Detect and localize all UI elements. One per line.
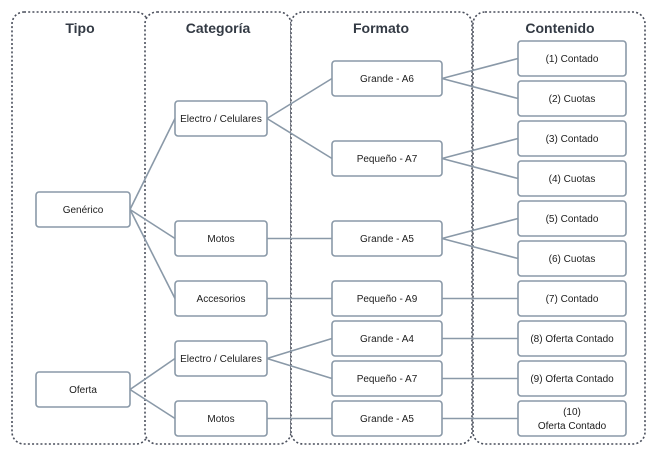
node-label: Grande - A5 bbox=[360, 414, 414, 425]
node-label: (9) Oferta Contado bbox=[530, 374, 614, 385]
node-label: Electro / Celulares bbox=[180, 354, 262, 365]
node-label: Oferta bbox=[69, 385, 97, 396]
node-label: Grande - A6 bbox=[360, 74, 414, 85]
node-categoria-motos-oferta: Motos bbox=[174, 400, 268, 437]
connector-cat_electro_1-to-fmt_pequeno_a7_1 bbox=[266, 117, 333, 160]
node-contenido-8: (8) Oferta Contado bbox=[517, 320, 627, 357]
connector-lines bbox=[129, 57, 519, 420]
node-label: Genérico bbox=[63, 205, 104, 216]
node-label: (7) Contado bbox=[546, 294, 599, 305]
node-categoria-motos: Motos bbox=[174, 220, 268, 257]
node-formato-grande-a5-oferta: Grande - A5 bbox=[331, 400, 443, 437]
node-label: Motos bbox=[207, 414, 234, 425]
connector-cat_electro_2-to-fmt_pequeno_a7_2 bbox=[266, 357, 333, 380]
node-label: Pequeño - A9 bbox=[357, 294, 418, 305]
node-label: Electro / Celulares bbox=[180, 114, 262, 125]
node-contenido-2: (2) Cuotas bbox=[517, 80, 627, 117]
connector-fmt_grande_a6-to-cont_1 bbox=[441, 57, 519, 80]
node-contenido-7: (7) Contado bbox=[517, 280, 627, 317]
node-contenido-9: (9) Oferta Contado bbox=[517, 360, 627, 397]
header-contenido: Contenido bbox=[525, 20, 594, 36]
column-frame-tipo bbox=[11, 11, 149, 445]
node-tipo-oferta: Oferta bbox=[35, 371, 131, 408]
node-label: Grande - A4 bbox=[360, 334, 414, 345]
node-tipo-generico: Genérico bbox=[35, 191, 131, 228]
connector-fmt_grande_a5_1-to-cont_6 bbox=[441, 237, 519, 260]
node-formato-grande-a6: Grande - A6 bbox=[331, 60, 443, 97]
node-label: Pequeño - A7 bbox=[357, 154, 418, 165]
node-contenido-5: (5) Contado bbox=[517, 200, 627, 237]
connector-cat_electro_2-to-fmt_grande_a4 bbox=[266, 337, 333, 360]
node-formato-grande-a4: Grande - A4 bbox=[331, 320, 443, 357]
node-contenido-10: (10) Oferta Contado bbox=[517, 400, 627, 437]
node-label-line1: (10) bbox=[563, 407, 581, 418]
node-formato-pequeno-a7: Pequeño - A7 bbox=[331, 140, 443, 177]
node-formato-pequeno-a7-oferta: Pequeño - A7 bbox=[331, 360, 443, 397]
node-label: (3) Contado bbox=[546, 134, 599, 145]
node-label: Motos bbox=[207, 234, 234, 245]
node-label: (5) Contado bbox=[546, 214, 599, 225]
node-categoria-accesorios: Accesorios bbox=[174, 280, 268, 317]
connector-fmt_grande_a6-to-cont_2 bbox=[441, 77, 519, 100]
connector-fmt_grande_a5_1-to-cont_5 bbox=[441, 217, 519, 240]
connector-tipo_generico-to-cat_motos_1 bbox=[129, 208, 176, 240]
node-contenido-3: (3) Contado bbox=[517, 120, 627, 157]
node-categoria-electro-celulares: Electro / Celulares bbox=[174, 100, 268, 137]
node-categoria-electro-celulares-oferta: Electro / Celulares bbox=[174, 340, 268, 377]
connector-fmt_pequeno_a7_1-to-cont_3 bbox=[441, 137, 519, 160]
node-contenido-6: (6) Cuotas bbox=[517, 240, 627, 277]
node-contenido-4: (4) Cuotas bbox=[517, 160, 627, 197]
node-label: (2) Cuotas bbox=[549, 94, 596, 105]
header-formato: Formato bbox=[353, 20, 409, 36]
connector-tipo_generico-to-cat_electro_1 bbox=[129, 118, 176, 210]
node-formato-grande-a5: Grande - A5 bbox=[331, 220, 443, 257]
node-label: Accesorios bbox=[197, 294, 246, 305]
node-label: Pequeño - A7 bbox=[357, 374, 418, 385]
connector-fmt_pequeno_a7_1-to-cont_4 bbox=[441, 157, 519, 180]
node-contenido-1: (1) Contado bbox=[517, 40, 627, 77]
node-label-line2: Oferta Contado bbox=[538, 421, 607, 432]
connector-tipo_oferta-to-cat_motos_2 bbox=[129, 388, 176, 420]
header-categoria: Categoría bbox=[186, 20, 251, 36]
connector-tipo_generico-to-cat_accesorios bbox=[129, 209, 176, 299]
node-label: (6) Cuotas bbox=[549, 254, 596, 265]
node-label: Grande - A5 bbox=[360, 234, 414, 245]
node-formato-pequeno-a9: Pequeño - A9 bbox=[331, 280, 443, 317]
connector-cat_electro_1-to-fmt_grande_a6 bbox=[266, 77, 333, 120]
node-label: (8) Oferta Contado bbox=[530, 334, 614, 345]
header-tipo: Tipo bbox=[65, 20, 94, 36]
node-label: (1) Contado bbox=[546, 54, 599, 65]
connector-tipo_oferta-to-cat_electro_2 bbox=[129, 357, 176, 391]
node-label: (4) Cuotas bbox=[549, 174, 596, 185]
